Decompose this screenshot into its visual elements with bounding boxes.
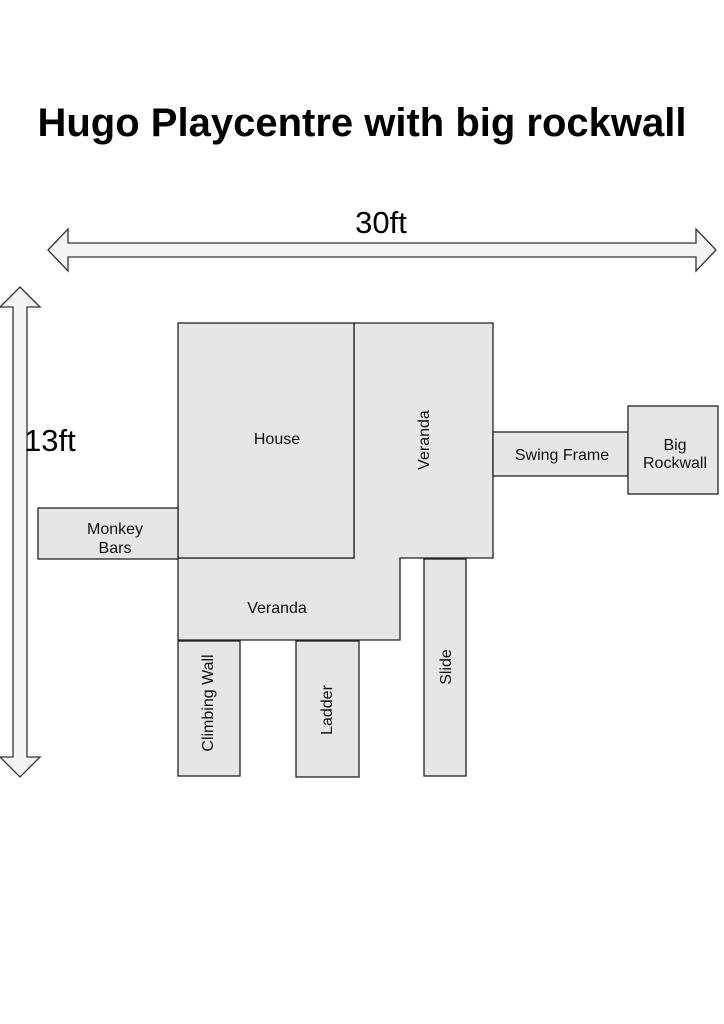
width-label: 30ft [355, 205, 407, 240]
swing-frame-box [492, 431, 629, 477]
monkey-bars-box [37, 507, 179, 560]
big-rockwall-label-line1: Big [663, 437, 686, 454]
big-rockwall-label-line2: Rockwall [643, 455, 707, 472]
slide-label: Slide [438, 649, 455, 685]
climbing-wall-label: Climbing Wall [200, 654, 217, 751]
swing-frame-label: Swing Frame [515, 447, 609, 464]
climbing-wall-box [177, 640, 241, 777]
house-box [177, 322, 355, 559]
veranda-right-label: Veranda [416, 410, 433, 470]
slide-box [423, 558, 467, 777]
diagram-title: Hugo Playcentre with big rockwall [37, 101, 686, 145]
monkey-bars-label-line1: Monkey [87, 521, 143, 538]
width-arrow [47, 227, 717, 273]
house-label: House [254, 431, 300, 448]
height-label: 13ft [24, 423, 76, 458]
ladder-box [295, 640, 360, 778]
monkey-bars-label-line2: Bars [99, 540, 132, 557]
height-arrow [0, 286, 42, 778]
ladder-label: Ladder [319, 684, 336, 734]
big-rockwall-box [627, 405, 719, 495]
veranda-bottom-label: Veranda [247, 600, 307, 617]
